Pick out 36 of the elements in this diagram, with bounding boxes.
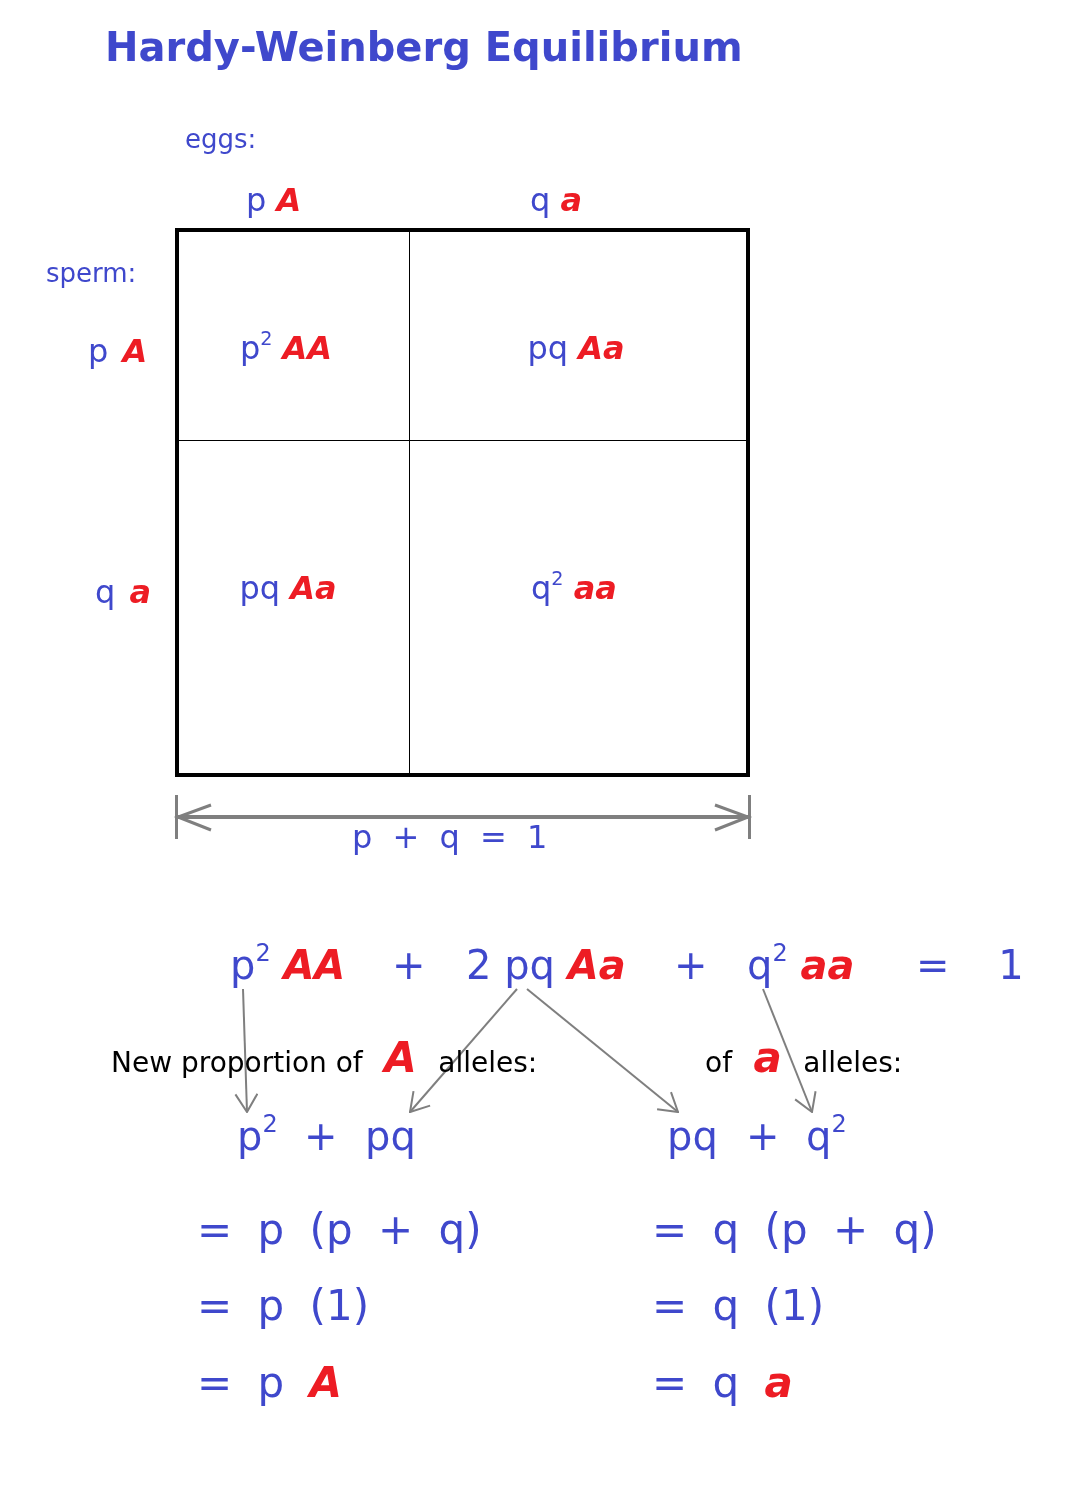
equation-term: p$^{2}$ — [237, 1112, 278, 1160]
equation-term: pq — [667, 1112, 718, 1160]
equation-result: = 1 — [916, 941, 1024, 989]
punnett-cell: pq Aa — [410, 232, 746, 441]
allele-frequency-label: p A — [88, 332, 148, 371]
dimension-label: p + q = 1 — [352, 818, 548, 857]
title: Hardy-Weinberg Equilibrium — [105, 23, 743, 71]
derivation-step: = p A — [197, 1358, 343, 1409]
derivation-step: = q (1) — [652, 1281, 825, 1332]
plus-operator: + — [746, 1112, 780, 1160]
equation-term: p$^{2}$ AA — [230, 941, 346, 989]
equation-term: q$^{2}$ — [806, 1112, 847, 1160]
punnett-cell: pq Aa — [179, 441, 410, 773]
punnett-cell: p$^{2}$ AA — [179, 232, 410, 441]
plus-operator: + — [674, 941, 708, 989]
punnett-cell: q$^{2}$ aa — [410, 441, 746, 773]
derivation-step: = p (p + q) — [197, 1205, 482, 1256]
arrow — [234, 988, 259, 1113]
derivation-step: = p (1) — [197, 1281, 370, 1332]
derivation-step: = q (p + q) — [652, 1205, 937, 1256]
allele-frequency-label: q a — [95, 573, 152, 612]
equation-term: 2 pq Aa — [466, 941, 626, 989]
plus-operator: + — [304, 1112, 338, 1160]
section-label: of a alleles: — [705, 1033, 903, 1084]
column-heading: eggs: — [185, 124, 257, 156]
derivation-step: = q a — [652, 1358, 793, 1409]
allele-frequency-label: q a — [530, 181, 583, 220]
equation-term: pq — [365, 1112, 416, 1160]
plus-operator: + — [392, 941, 426, 989]
arrow — [762, 988, 817, 1113]
equation-term: q$^{2}$ aa — [747, 941, 855, 989]
row-heading: sperm: — [46, 258, 137, 290]
arrow — [409, 988, 518, 1113]
arrow — [526, 988, 679, 1113]
allele-frequency-label: p A — [246, 181, 302, 220]
section-label: New proportion of A alleles: — [111, 1033, 538, 1084]
